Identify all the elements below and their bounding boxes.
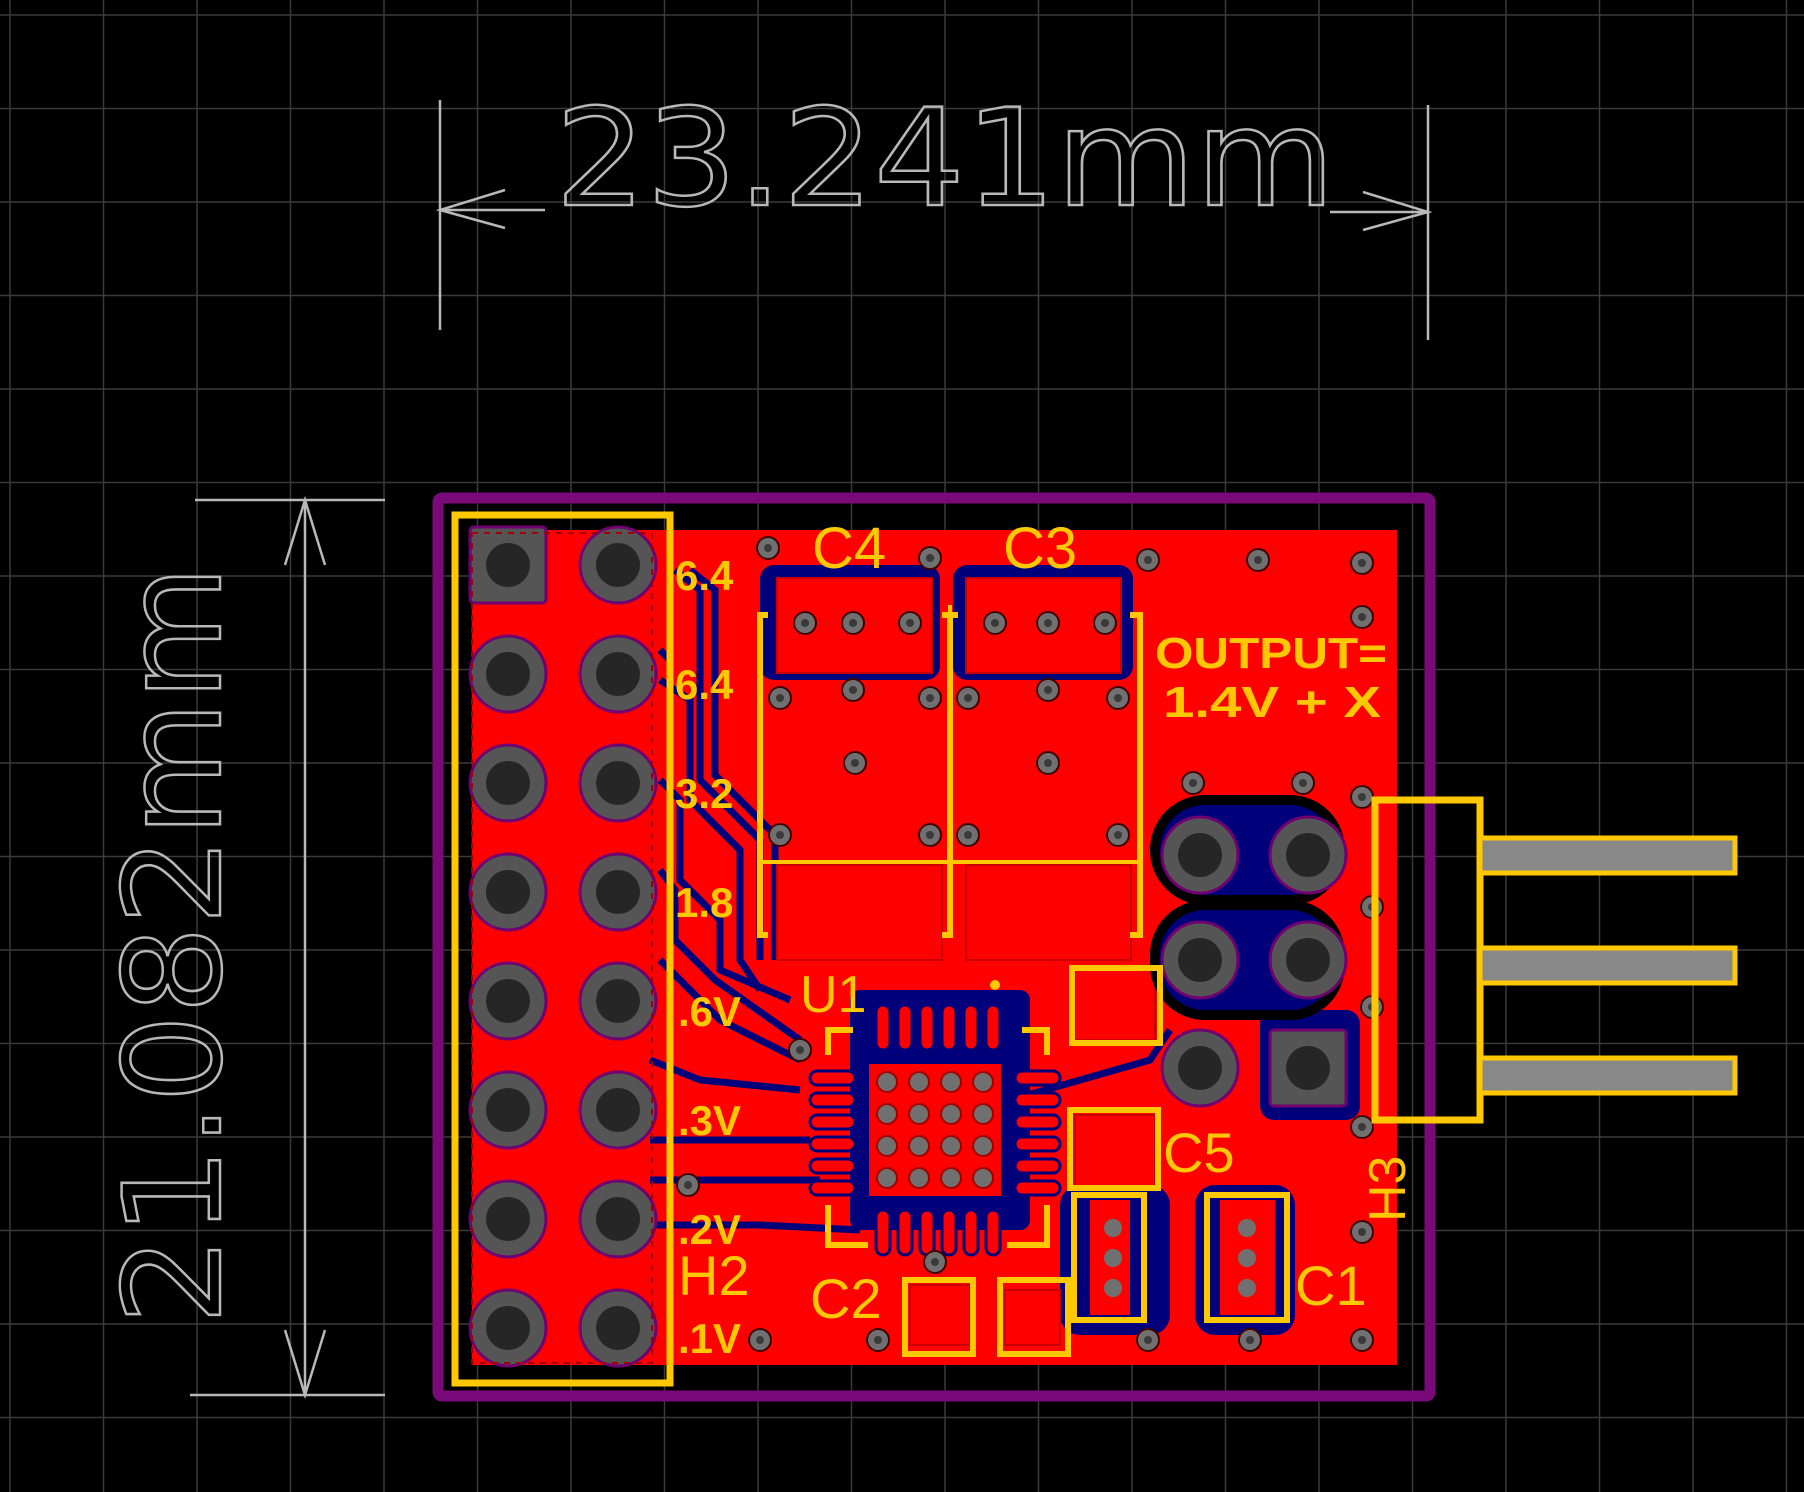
voltage-label: .2V	[678, 1206, 741, 1253]
h2-drill	[486, 652, 530, 696]
h2-drill	[596, 870, 640, 914]
h2-drill	[596, 543, 640, 587]
h2-drill	[596, 761, 640, 805]
h2-drill	[486, 870, 530, 914]
c5-designator: C5	[1163, 1121, 1235, 1184]
voltage-label: .3V	[678, 1097, 741, 1144]
h2-drill	[486, 1197, 530, 1241]
output-note-line2: 1.4V + X	[1163, 678, 1381, 727]
width-dimension-label: 23.241mm	[555, 80, 1335, 237]
h2-drill	[486, 979, 530, 1023]
u1-designator: U1	[800, 966, 866, 1024]
h2-drill	[486, 1088, 530, 1132]
h2-drill	[596, 652, 640, 696]
height-dimension	[190, 495, 385, 1400]
h2-drill	[596, 979, 640, 1023]
voltage-label: 6.4	[675, 661, 734, 708]
voltage-label: 3.2	[675, 770, 733, 817]
c1-designator: C1	[1295, 1254, 1367, 1317]
h2-drill	[596, 1197, 640, 1241]
h2-drill	[486, 543, 530, 587]
h2-courtyard	[471, 532, 653, 1364]
voltage-label: .1V	[678, 1315, 741, 1362]
small-part-vias	[1104, 1219, 1256, 1297]
c4-designator: C4	[812, 516, 886, 581]
h2-drill	[486, 761, 530, 805]
voltage-labels: 6.4 6.4 3.2 1.8 .6V .3V .2V .1V	[675, 552, 741, 1362]
silkscreen-outlines	[757, 605, 1290, 1357]
h2-drill	[486, 1306, 530, 1350]
output-note-line1: OUTPUT=	[1155, 629, 1387, 678]
voltage-label: 1.8	[675, 879, 733, 926]
h2-drill	[596, 1088, 640, 1132]
h2-designator: H2	[678, 1244, 750, 1307]
h2-pin-header	[468, 525, 658, 1368]
h3-pin-header	[1150, 795, 1738, 1124]
vias	[676, 536, 1384, 1352]
voltage-label: 6.4	[675, 552, 734, 599]
height-dimension-label: 21.082mm	[95, 565, 252, 1325]
h2-silkscreen-outline	[451, 511, 674, 1387]
width-dimension	[435, 100, 1433, 340]
c3-designator: C3	[1003, 516, 1077, 581]
board-outline	[432, 492, 1436, 1402]
u1-qfn-package	[808, 980, 1062, 1257]
c2-designator: C2	[810, 1267, 882, 1330]
h3-designator: H3	[1359, 1156, 1417, 1222]
h2-drill	[596, 1306, 640, 1350]
voltage-label: .6V	[678, 988, 741, 1035]
